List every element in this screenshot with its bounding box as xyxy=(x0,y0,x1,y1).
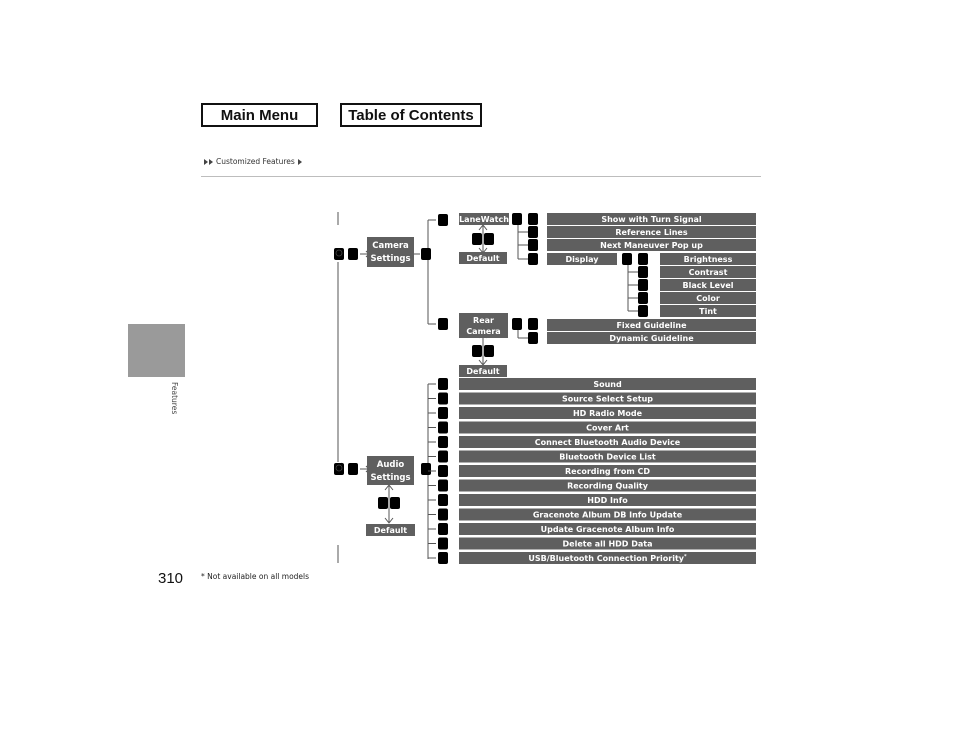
breadcrumb-section[interactable]: Customized Features xyxy=(216,157,295,166)
hand-press-icon xyxy=(438,465,448,477)
menu-item-label: Cover Art xyxy=(586,424,629,433)
hand-press-icon xyxy=(438,436,448,448)
menu-bar xyxy=(459,436,756,448)
menu-bar xyxy=(660,266,756,278)
audio-default-label: Default xyxy=(374,526,407,535)
hand-press-icon xyxy=(438,552,448,564)
footnote-mark: * xyxy=(684,554,687,560)
audio-settings-line1: Audio xyxy=(377,460,405,470)
menu-item-label: Tint xyxy=(699,307,717,316)
menu-bar xyxy=(459,479,756,492)
hand-press-icon xyxy=(438,421,448,434)
menu-item-label: Brightness xyxy=(684,255,733,264)
rear-camera-line1: Rear xyxy=(473,316,494,325)
menu-bar xyxy=(547,239,756,251)
lanewatch-node xyxy=(459,213,509,225)
menu-bar xyxy=(547,226,756,238)
menu-item-label: Show with Turn Signal xyxy=(601,215,702,224)
menu-bar xyxy=(459,407,756,419)
menu-bar xyxy=(660,279,756,291)
table-of-contents-button[interactable]: Table of Contents xyxy=(340,103,482,127)
menu-bar xyxy=(660,292,756,304)
menu-bar xyxy=(459,392,756,405)
audio-settings-node xyxy=(367,456,414,485)
menu-bar xyxy=(660,305,756,317)
breadcrumb-arrow-icon xyxy=(297,158,302,165)
lanewatch-label: LaneWatch xyxy=(459,215,509,224)
menu-bar xyxy=(459,465,756,477)
chapter-label: Features xyxy=(170,382,179,415)
rear-camera-node xyxy=(459,313,508,338)
rear-camera-line2: Camera xyxy=(466,327,500,336)
menu-item-label: Black Level xyxy=(683,281,734,290)
main-menu-button[interactable]: Main Menu xyxy=(201,103,318,127)
hand-press-icon xyxy=(438,407,448,419)
display-node xyxy=(547,253,617,265)
menu-bar xyxy=(459,450,756,463)
menu-item-label: Source Select Setup xyxy=(562,395,653,404)
menu-item-label: Reference Lines xyxy=(615,228,687,237)
hand-press-icon xyxy=(438,378,448,390)
hand-press-icon xyxy=(438,508,448,521)
menu-item-label: Delete all HDD Data xyxy=(563,540,653,549)
menu-item-label: Next Maneuver Pop up xyxy=(600,241,703,250)
menu-item-label: HD Radio Mode xyxy=(573,409,643,418)
menu-bar xyxy=(459,537,756,550)
hand-press-icon xyxy=(438,450,448,463)
hand-press-icon xyxy=(438,392,448,405)
hand-press-icon xyxy=(438,479,448,492)
hand-press-icon xyxy=(438,523,448,535)
camera-settings-line1: Camera xyxy=(372,241,409,251)
menu-item-label: Sound xyxy=(593,380,622,389)
menu-bar xyxy=(459,523,756,535)
audio-default-node xyxy=(366,524,415,536)
menu-bar xyxy=(547,332,756,344)
page-number: 310 xyxy=(158,570,184,587)
menu-item-label: Color xyxy=(696,294,720,303)
hand-press-icon xyxy=(438,537,448,550)
menu-bar xyxy=(547,319,756,331)
menu-bar xyxy=(459,421,756,434)
menu-item-label: Fixed Guideline xyxy=(616,321,687,330)
menu-item-label: Recording from CD xyxy=(565,467,650,476)
menu-item-label: Update Gracenote Album Info xyxy=(541,525,675,534)
rear-default-node xyxy=(459,365,507,377)
footnote: * Not available on all models xyxy=(201,572,310,581)
audio-settings-line2: Settings xyxy=(370,473,410,483)
menu-item-label: Recording Quality xyxy=(567,482,649,491)
breadcrumb-arrow-icon xyxy=(209,158,213,165)
lanewatch-default-label: Default xyxy=(466,254,499,263)
menu-bar xyxy=(547,213,756,225)
breadcrumb-arrow-icon xyxy=(204,158,208,165)
breadcrumb: Customized Features xyxy=(204,157,302,166)
menu-bar xyxy=(459,378,756,390)
menu-item-label: Connect Bluetooth Audio Device xyxy=(535,438,681,447)
menu-bar xyxy=(459,508,756,521)
chapter-tab[interactable] xyxy=(128,324,185,377)
menu-item-label: Contrast xyxy=(689,268,728,277)
display-label: Display xyxy=(566,255,600,264)
menu-bar xyxy=(459,494,756,506)
menu-item-label: Bluetooth Device List xyxy=(559,453,656,462)
menu-bar xyxy=(660,253,756,265)
menu-item-label: Dynamic Guideline xyxy=(609,334,694,343)
lanewatch-default-node xyxy=(459,252,507,264)
menu-item-label: USB/Bluetooth Connection Priority* xyxy=(528,554,687,563)
menu-item-label: HDD Info xyxy=(587,496,628,505)
camera-settings-node xyxy=(367,237,414,267)
menu-bar xyxy=(459,552,756,564)
rear-default-label: Default xyxy=(466,367,499,376)
camera-settings-line2: Settings xyxy=(370,254,410,264)
header-rule xyxy=(201,176,761,177)
hand-press-icon xyxy=(438,494,448,506)
menu-item-label: Gracenote Album DB Info Update xyxy=(533,511,683,520)
